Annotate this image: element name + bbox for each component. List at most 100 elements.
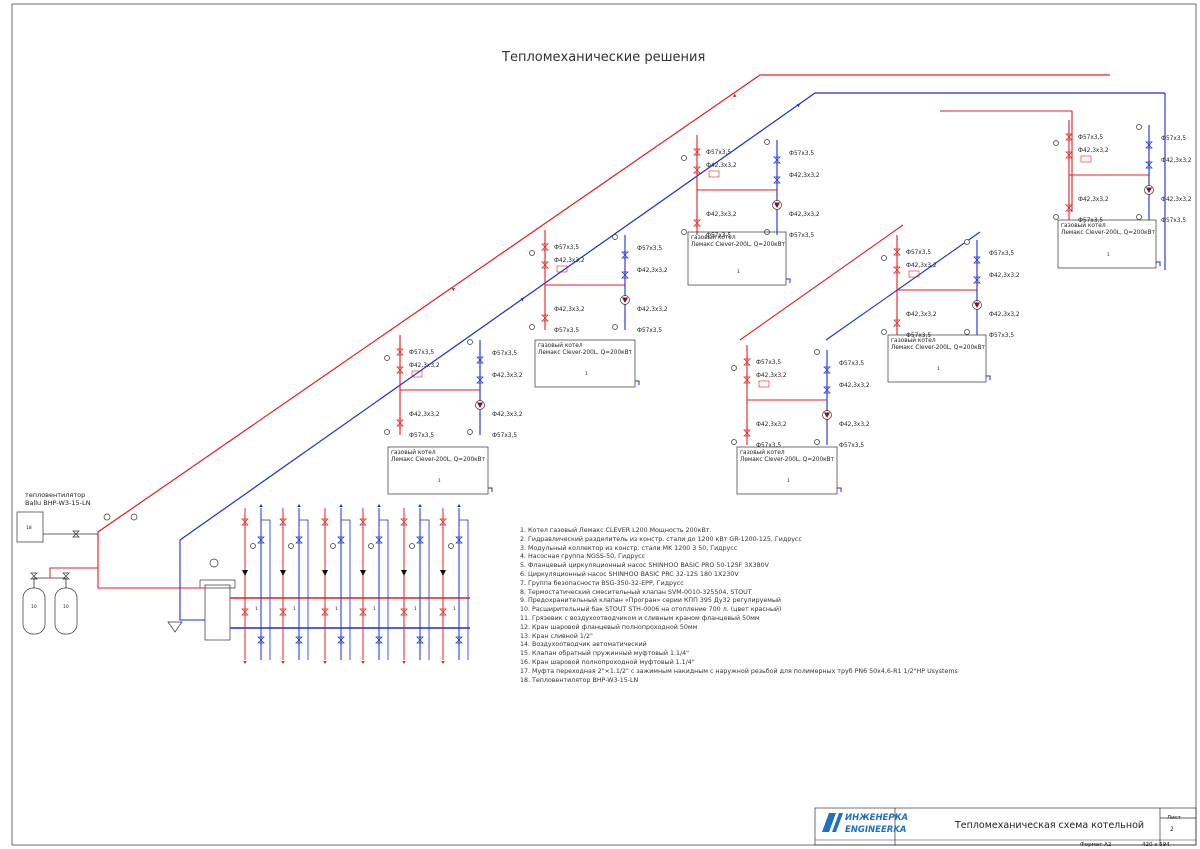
pump-icon [280, 570, 286, 576]
valve-icon [439, 608, 447, 613]
boiler-label: газовый котел [538, 342, 583, 349]
pipe-dimension: Ф42,3х3,2 [1161, 158, 1192, 164]
flue-icon [488, 487, 493, 492]
valve-icon [400, 521, 408, 526]
pipe-dimension: Ф57х3,5 [409, 433, 434, 439]
valve-icon [893, 319, 901, 324]
boiler-box [736, 446, 838, 495]
valve-icon [30, 575, 38, 580]
valve-icon [973, 279, 981, 284]
boiler-box [387, 446, 489, 495]
valve-icon [693, 219, 701, 224]
valve-icon [359, 611, 367, 616]
circuit-number: 1 [414, 606, 417, 612]
circuit-return-pipe [379, 519, 389, 660]
pipe-dimension: Ф57х3,5 [1078, 218, 1103, 224]
valve-icon [396, 419, 404, 424]
gauge-icon [448, 543, 454, 549]
boiler-box [1057, 219, 1157, 269]
valve-icon [823, 389, 831, 394]
thermometer-icon [708, 170, 720, 178]
boiler-label: газовый котел [891, 337, 936, 344]
valve-icon [321, 611, 329, 616]
tank-pipe [33, 577, 67, 588]
valve-icon [743, 432, 751, 437]
legend-item: 14. Воздухоотводчик автоматический [520, 641, 647, 649]
valve-icon [62, 572, 70, 577]
valve-icon [400, 611, 408, 616]
pipe-dimension: Ф57х3,5 [789, 233, 814, 239]
pipe-dimension: Ф42,3х3,2 [989, 312, 1020, 318]
valve-icon [743, 429, 751, 434]
valve-icon [279, 518, 287, 523]
valve-icon [416, 636, 424, 641]
valve-icon [973, 256, 981, 261]
legend-item: 7. Группа безопасности BSG-350-32-EPP, Г… [520, 579, 684, 587]
valve-icon [455, 536, 463, 541]
flow-arrow-icon [457, 504, 461, 507]
flow-arrow-icon [733, 93, 737, 97]
boiler-label: газовый котел [391, 449, 436, 456]
pump-icon [322, 570, 328, 576]
flue-icon [1156, 261, 1161, 266]
flow-arrow-icon [243, 661, 247, 664]
thermometer-icon [556, 265, 568, 273]
gauge-icon [814, 349, 820, 355]
legend-item: 3. Модульный коллектор из констр. стали … [520, 544, 738, 552]
boiler-label: Лемакс Clever-200L, Q=200кВт [538, 350, 633, 356]
flow-arrow-icon [339, 504, 343, 507]
boiler-number: 1 [1107, 252, 1110, 258]
thermometer-icon [758, 380, 770, 388]
circuit-return-pipe [459, 519, 469, 660]
flow-arrow-icon [418, 504, 422, 507]
return-branch-pipe [825, 231, 981, 341]
valve-icon [416, 539, 424, 544]
boiler-label: газовый котел [691, 234, 736, 241]
tank-pipe [49, 540, 99, 578]
flue-icon [635, 380, 640, 385]
pipe-dimension: Ф57х3,5 [706, 233, 731, 239]
pipe-dimension: Ф57х3,5 [409, 350, 434, 356]
gauge-icon [384, 355, 390, 361]
valve-icon [396, 348, 404, 353]
valve-icon [295, 636, 303, 641]
supply-branch-pipe [940, 110, 1073, 212]
gauge-icon [330, 543, 336, 549]
circuit-number: 1 [373, 606, 376, 612]
valve-icon [396, 366, 404, 371]
valve-icon [321, 608, 329, 613]
valve-icon [973, 259, 981, 264]
valve-icon [359, 521, 367, 526]
boiler-number: 1 [737, 269, 740, 275]
paper-size: 420 х 594 [1142, 842, 1170, 848]
flow-arrow-icon [361, 661, 365, 664]
supply-branch-pipe [739, 224, 904, 341]
circuit-number: 1 [335, 606, 338, 612]
valve-icon [359, 608, 367, 613]
flow-arrow-icon [297, 504, 301, 507]
fan-heater-box [16, 511, 44, 543]
valve-icon [439, 521, 447, 526]
pipe-dimension: Ф57х3,5 [554, 328, 579, 334]
gauge-icon [467, 339, 473, 345]
pump-icon [401, 570, 407, 576]
pipe-dimension: Ф42,3х3,2 [789, 212, 820, 218]
valve-icon [743, 361, 751, 366]
valve-icon [1065, 151, 1073, 156]
gauge-icon [1053, 140, 1059, 146]
valve-icon [1065, 136, 1073, 141]
pipe-dimension: Ф57х3,5 [839, 361, 864, 367]
page-title: Тепломеханические решения [502, 50, 706, 65]
valve-icon [621, 274, 629, 279]
valve-icon [337, 639, 345, 644]
circuit-return-pipe [261, 519, 271, 660]
gauge-icon [612, 234, 618, 240]
thermometer-icon [411, 370, 423, 378]
legend-item: 18. Тепловентилятор BHP-W3-15-LN [520, 676, 639, 684]
gauge-icon [467, 429, 473, 435]
pipe-dimension: Ф57х3,5 [637, 246, 662, 252]
equipment-legend: 1. Котел газовый Лемакс CLEVER L200 Мощн… [520, 527, 958, 685]
valve-icon [375, 636, 383, 641]
valve-icon [893, 266, 901, 271]
